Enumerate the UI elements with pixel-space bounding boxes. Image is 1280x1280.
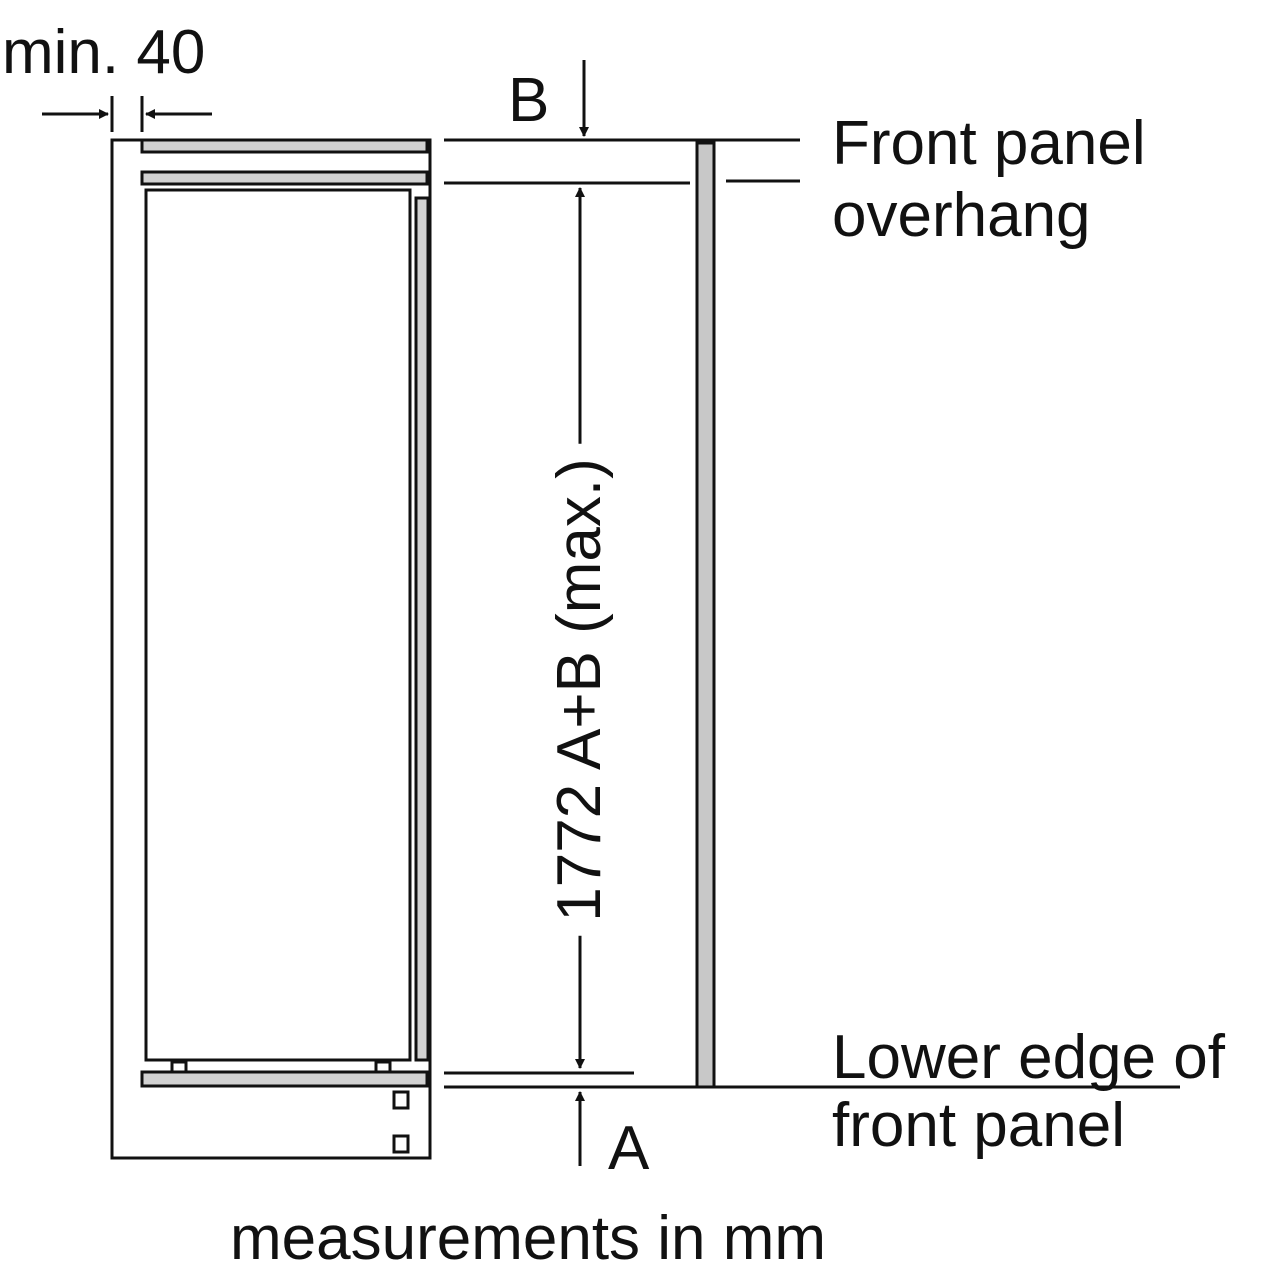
- lower-edge-line-2: front panel: [832, 1091, 1125, 1160]
- appliance-body: [110, 138, 432, 1160]
- front-panel-overhang-label: Front panel overhang: [832, 108, 1146, 252]
- clearance-dimension: [42, 96, 212, 132]
- front-panel-overhang-line-2: overhang: [832, 181, 1091, 250]
- b-marker-label: B: [508, 66, 550, 135]
- height-dimension-label: 1772 A+B (max.): [545, 444, 614, 936]
- lower-edge-line-1: Lower edge of: [832, 1023, 1225, 1092]
- front-panel-overhang-line-1: Front panel: [832, 109, 1146, 178]
- a-marker-label: A: [608, 1114, 650, 1183]
- min-clearance-label: min. 40: [2, 18, 206, 87]
- reference-lines: [444, 138, 1180, 1089]
- lower-edge-label: Lower edge of front panel: [832, 1024, 1225, 1160]
- units-note: measurements in mm: [230, 1204, 827, 1273]
- front-panel: [695, 141, 716, 1089]
